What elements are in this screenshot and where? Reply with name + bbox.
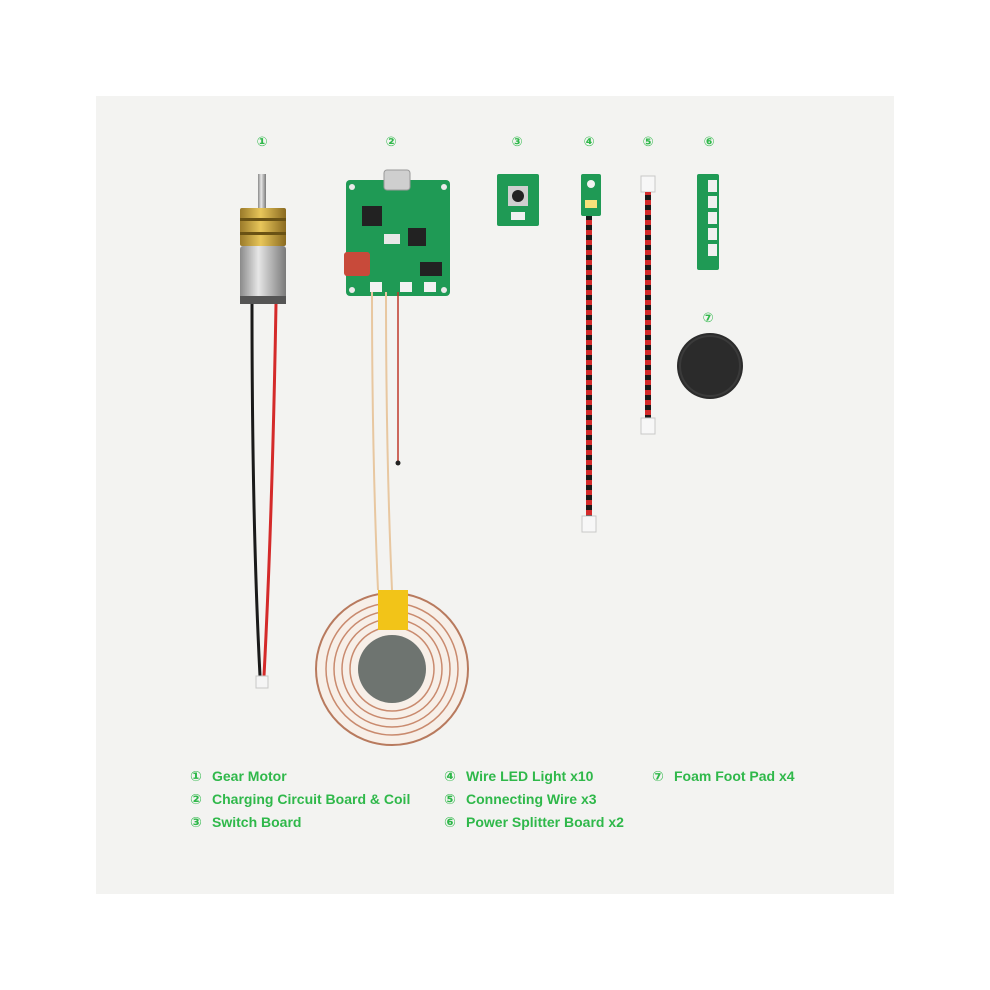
legend-label: Wire LED Light x10 [466,768,594,784]
wire-led-light [581,174,601,533]
legend-label: Connecting Wire x3 [466,791,597,807]
wireless-coil [315,590,469,746]
legend-marker: ⑥ [444,814,456,830]
foam-foot-pad [677,333,743,399]
legend-item: ⑤ Connecting Wire x3 [444,791,597,807]
switch-board [497,174,539,226]
foam-pad-number: ⑦ [702,310,714,325]
product-panel [96,96,894,894]
led-light-number: ④ [583,134,595,149]
power-splitter-board [697,174,719,270]
legend-item: ③ Switch Board [190,814,301,830]
charging-circuit-board [344,169,450,591]
legend-marker: ① [190,768,202,784]
legend-marker: ④ [444,768,456,784]
legend-item: ⑦ Foam Foot Pad x4 [652,768,795,784]
legend-item: ① Gear Motor [190,768,287,784]
splitter-board-number: ⑥ [703,134,715,149]
connecting-wire-number: ⑤ [642,134,654,149]
connecting-wire [640,175,656,435]
legend-label: Gear Motor [212,768,287,784]
legend-label: Power Splitter Board x2 [466,814,624,830]
legend-item: ② Charging Circuit Board & Coil [190,791,410,807]
charging-board-number: ② [385,134,397,149]
gear-motor-number: ① [256,134,268,149]
legend-label: Foam Foot Pad x4 [674,768,795,784]
gear-motor [240,174,286,689]
legend-marker: ⑤ [444,791,456,807]
legend-label: Switch Board [212,814,302,830]
legend-item: ⑥ Power Splitter Board x2 [444,814,624,830]
legend-marker: ③ [190,814,202,830]
legend-label: Charging Circuit Board & Coil [212,791,411,807]
legend-item: ④ Wire LED Light x10 [444,768,593,784]
legend-marker: ② [190,791,202,807]
legend-marker: ⑦ [652,768,664,784]
switch-board-number: ③ [511,134,523,149]
